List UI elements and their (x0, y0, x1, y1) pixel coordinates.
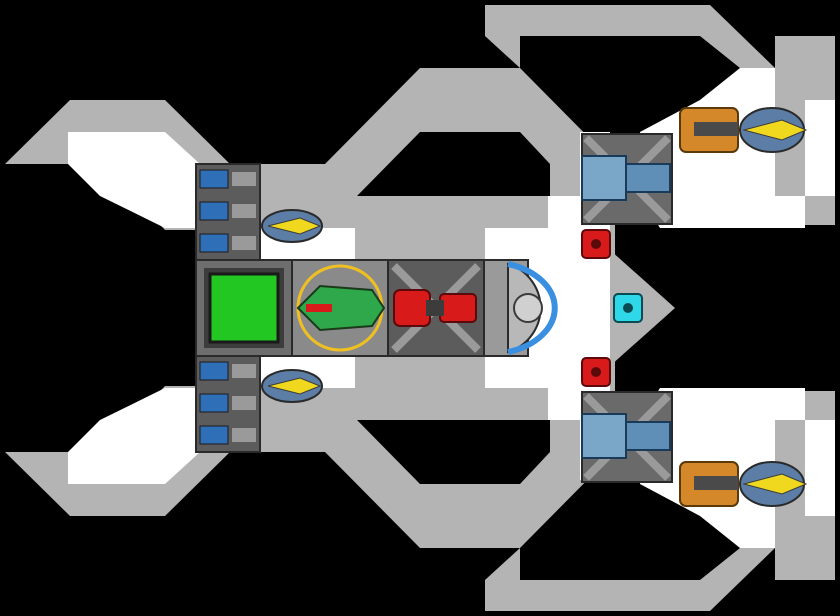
blue-dome-icon (507, 261, 558, 355)
left-thruster-lower[interactable] (261, 369, 323, 403)
left-engine-rack-upper (195, 163, 261, 261)
engine-cell-icon (199, 169, 229, 189)
engine-cell-icon (199, 393, 229, 413)
engine-cell-icon (199, 201, 229, 221)
gun-upper-module[interactable] (679, 107, 808, 153)
hull-voids (357, 36, 740, 580)
green-core-icon (208, 272, 280, 344)
reactor-module[interactable] (387, 259, 485, 357)
red-reactor-icon (393, 289, 431, 327)
left-thruster-upper[interactable] (261, 209, 323, 243)
beacon-red-upper[interactable] (581, 229, 611, 259)
blue-engine-icon (581, 155, 627, 201)
void-lower (357, 420, 550, 484)
void-upper (357, 132, 550, 196)
forward-dome-module[interactable] (483, 259, 558, 357)
gun-lower-module[interactable] (679, 461, 808, 507)
cockpit-core-module[interactable] (195, 259, 293, 357)
engine-cell-icon (199, 233, 229, 253)
beacon-red-lower[interactable] (581, 357, 611, 387)
left-engine-rack-lower (195, 355, 261, 453)
engine-cell-icon (199, 361, 229, 381)
deck-left-upper (68, 132, 200, 228)
green-fighter-icon (296, 284, 386, 332)
engine-cell-icon (199, 425, 229, 445)
fighter-bay-module[interactable] (291, 259, 389, 357)
engine-lower-module[interactable] (581, 391, 673, 483)
deck-left-lower (68, 388, 200, 484)
beacon-cyan[interactable] (613, 293, 643, 323)
engine-upper-module[interactable] (581, 133, 673, 225)
void-bottom-arc (520, 516, 740, 580)
void-top-arc (520, 36, 740, 100)
blue-engine-icon (581, 413, 627, 459)
